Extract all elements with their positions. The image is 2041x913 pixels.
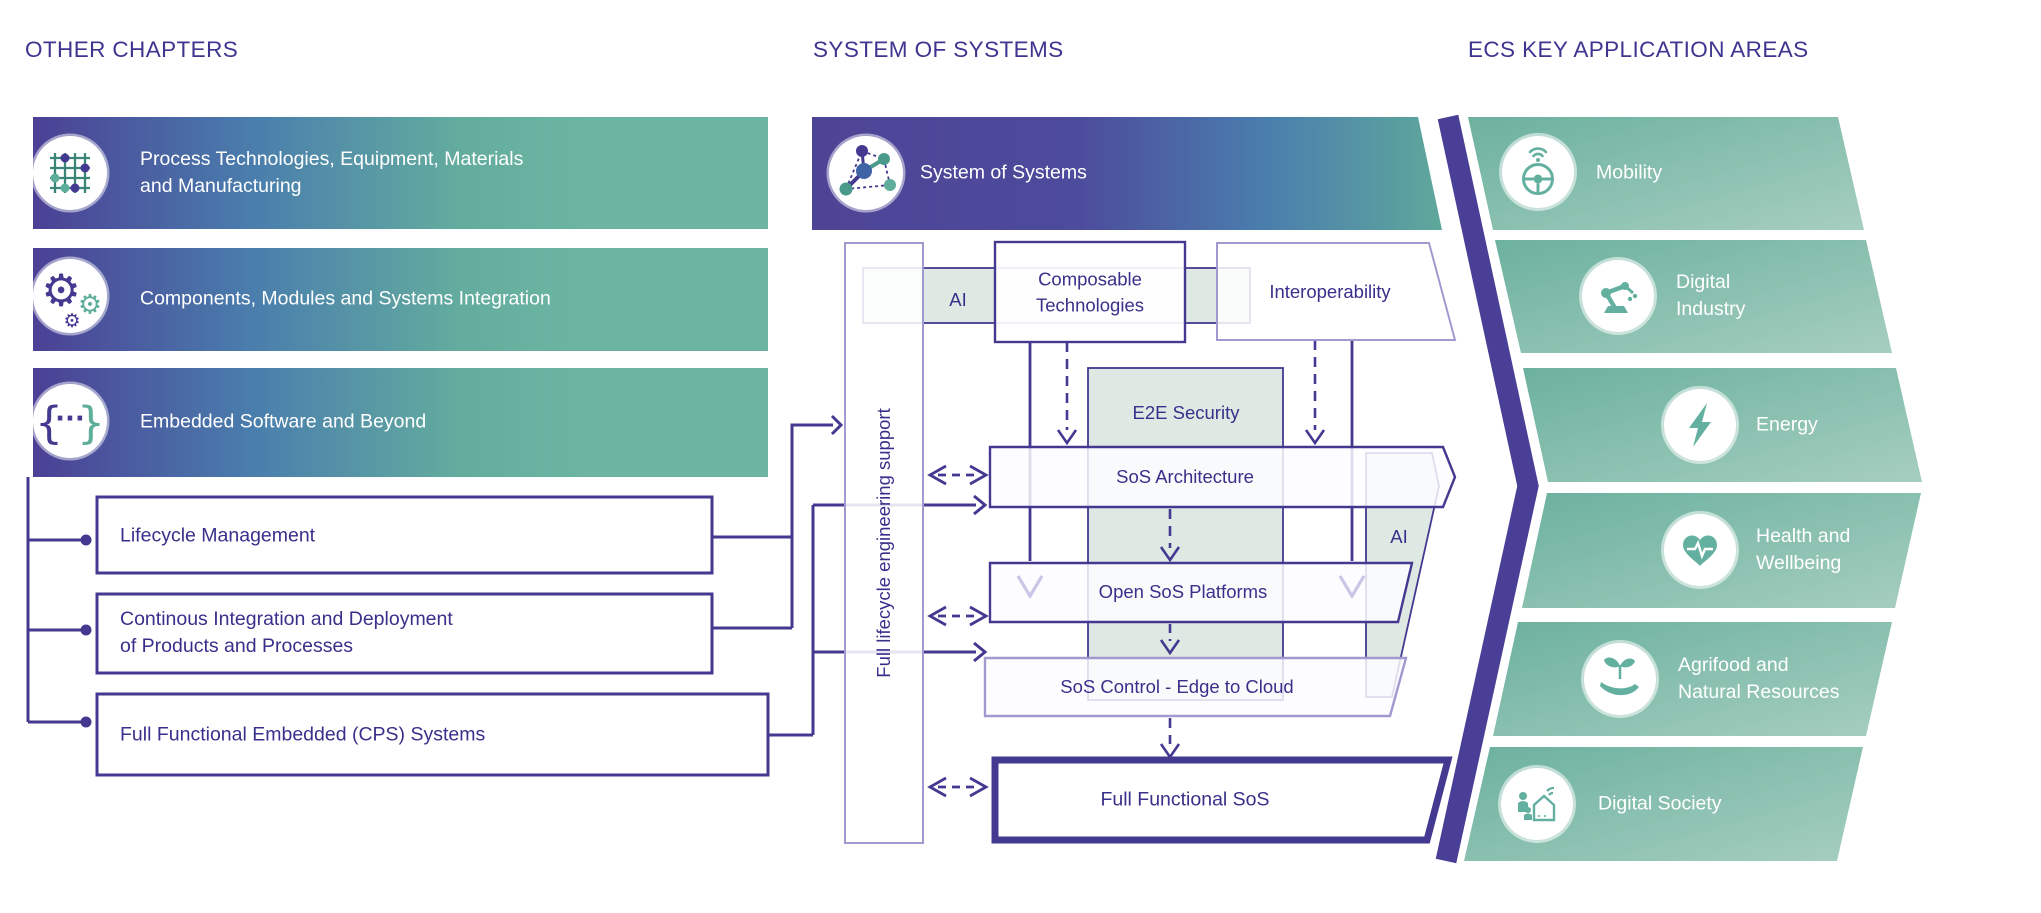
sos-architecture-bar [988,445,1457,509]
sos-control-bar [983,656,1408,718]
left-connectors [26,414,844,737]
box-full-functional-embedded: Full Functional Embedded (CPS) Systems [120,723,486,746]
area-digital-society: Digital Society [1598,792,1722,815]
composable-label: Composable Technologies [1036,268,1144,315]
banner-process-technologies: Process Technologies, Equipment, Materia… [140,148,524,197]
ai-band-label: AI [1390,526,1408,548]
interoperability-box [1216,242,1457,341]
steering-wheel-icon [1499,133,1577,211]
left-column-header: OTHER CHAPTERS [25,37,239,62]
sos-banner-label: System of Systems [920,161,1087,184]
e2e-security-band [1087,367,1284,701]
left-banners [33,117,768,477]
sos-banner [812,117,1442,230]
area-health-wellbeing: Health and Wellbeing [1756,525,1851,574]
sos-control-label: SoS Control - Edge to Cloud [1060,676,1294,698]
full-functional-box [991,756,1453,844]
open-platforms-label: Open SoS Platforms [1098,581,1268,603]
lifecycle-support-box [844,242,924,844]
wafer-grid-icon [30,133,110,213]
interoperability-label: Interoperability [1269,281,1391,303]
area-mobility: Mobility [1596,161,1663,184]
chevron-band [1435,114,1539,864]
sos-network-icon [826,133,906,213]
connected-society-icon [1498,765,1576,843]
lifecycle-support-label: Full lifecycle engineering support [873,408,895,678]
right-column-header: ECS KEY APPLICATION AREAS [1468,37,1809,62]
banner-components-modules: Components, Modules and Systems Integrat… [140,287,551,310]
left-outlined-boxes [95,495,770,777]
svg-text:{: { [35,398,63,449]
lightning-icon [1661,386,1739,464]
svg-text:}: } [77,398,105,449]
svg-text:⚙: ⚙ [41,266,80,317]
ai-strip-label: AI [949,289,967,311]
middle-column-header: SYSTEM OF SYSTEMS [813,37,1064,62]
sos-architecture-label: SoS Architecture [1116,466,1254,488]
svg-text:⚙: ⚙ [63,310,80,332]
heart-pulse-icon [1661,511,1739,589]
area-agrifood: Agrifood and Natural Resources [1678,654,1840,703]
full-functional-label: Full Functional SoS [1100,788,1270,811]
open-platforms-bar [988,561,1414,624]
composable-box [993,240,1187,344]
svg-text:···: ··· [55,404,85,434]
gears-icon: ⚙ ⚙ ⚙ [30,256,110,336]
plant-hand-icon [1581,640,1659,718]
e2e-security-label: E2E Security [1132,402,1240,424]
banner-embedded-software: Embedded Software and Beyond [140,410,427,433]
box-continuous-integration: Continous Integration and Deployment of … [120,608,453,657]
box-lifecycle-management: Lifecycle Management [120,524,316,547]
area-digital-industry: Digital Industry [1676,271,1746,320]
robot-arm-icon [1579,257,1657,335]
area-energy: Energy [1756,413,1818,436]
svg-text:⚙: ⚙ [78,290,102,321]
double-dashed-arrows [927,464,989,798]
code-braces-icon: { ··· } [30,381,110,461]
light-arrowheads [1016,575,1366,600]
